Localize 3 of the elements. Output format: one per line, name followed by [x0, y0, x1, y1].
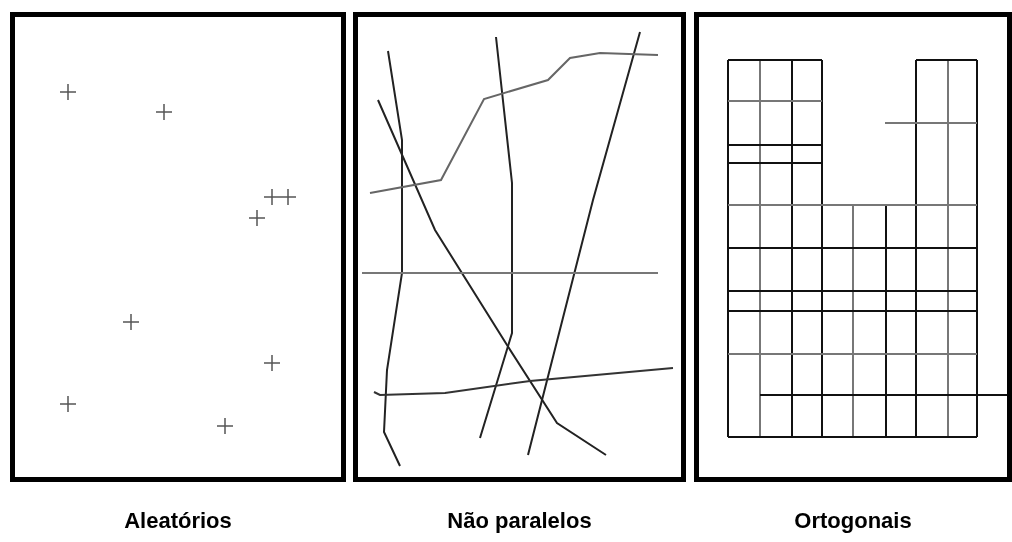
panel-caption: Aleatórios — [124, 508, 232, 534]
panel-caption: Ortogonais — [794, 508, 912, 534]
panel-caption: Não paralelos — [447, 508, 592, 534]
